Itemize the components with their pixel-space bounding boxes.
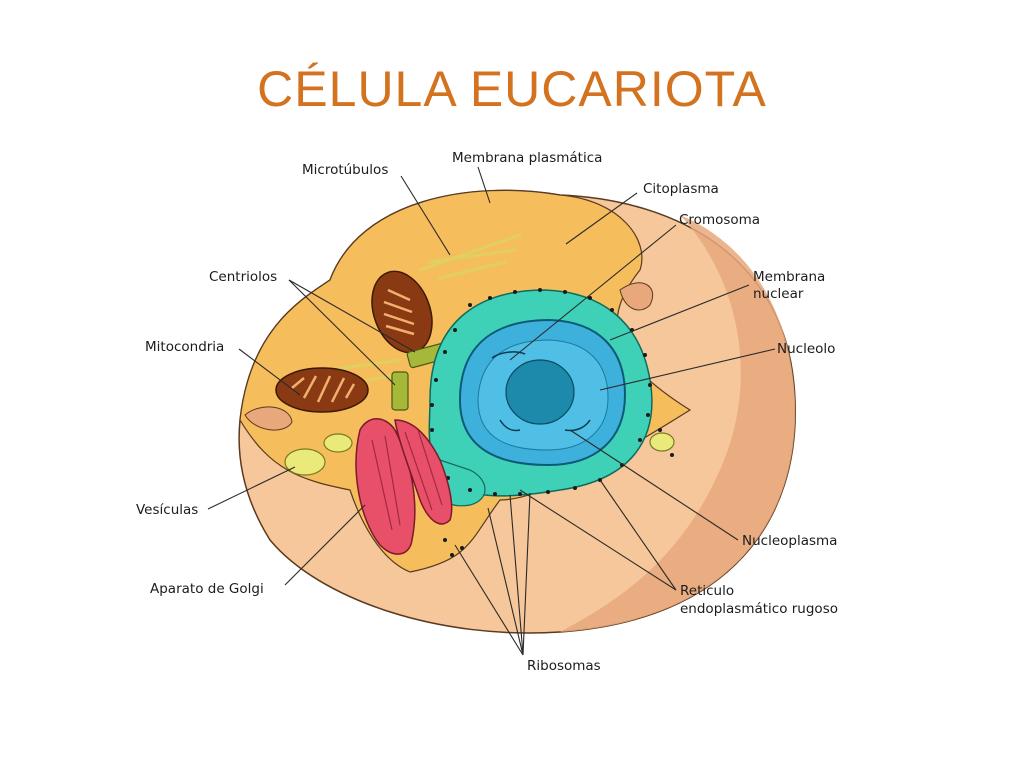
- label-nucleolo: Nucleolo: [777, 341, 835, 357]
- vesicles: [284, 432, 675, 476]
- label-microtubulos: Microtúbulos: [302, 162, 388, 178]
- label-nucleoplasma: Nucleoplasma: [742, 533, 837, 549]
- cytoplasm-fold: [619, 282, 654, 311]
- label-centriolos: Centriolos: [209, 269, 277, 285]
- label-ribosomas: Ribosomas: [527, 658, 601, 674]
- label-membrana-nuclear-1: Membrana: [753, 269, 825, 285]
- slide-title: CÉLULA EUCARIOTA: [257, 61, 767, 117]
- golgi-apparatus: [355, 418, 453, 555]
- nucleolus: [505, 359, 575, 425]
- cytoplasm-fold-left: [244, 406, 293, 431]
- label-mitocondria: Mitocondria: [145, 339, 224, 355]
- label-cromosoma: Cromosoma: [679, 212, 760, 228]
- chromosomes: [491, 351, 591, 432]
- leader-lines: [207, 166, 776, 656]
- label-vesiculas: Vesículas: [136, 502, 198, 518]
- label-membrana-plasmatica: Membrana plasmática: [452, 150, 602, 166]
- label-reticulo-1: Reticulo: [680, 583, 734, 599]
- label-membrana-nuclear-2: nuclear: [753, 286, 804, 302]
- label-reticulo-2: endoplasmático rugoso: [680, 601, 838, 617]
- label-aparato-golgi: Aparato de Golgi: [150, 581, 264, 597]
- mitochondrion-lower: [275, 367, 369, 413]
- cell-shadow-side: [560, 215, 796, 632]
- nucleus: [458, 318, 627, 467]
- label-citoplasma: Citoplasma: [643, 181, 719, 197]
